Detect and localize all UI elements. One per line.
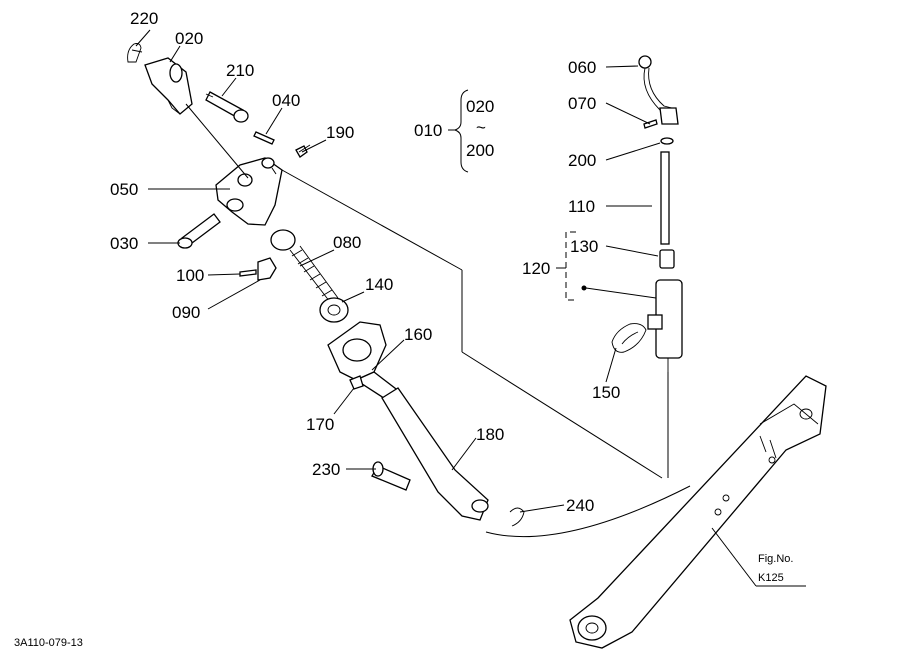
callout-070: 070 (568, 94, 596, 113)
group-bracket-120 (556, 231, 576, 301)
callout-170: 170 (306, 415, 334, 434)
range-tilde: ~ (476, 118, 486, 137)
range-from: 020 (466, 97, 494, 116)
part-230-pin (371, 461, 411, 491)
callout-230: 230 (312, 460, 340, 479)
part-lower-link-arm (569, 375, 827, 649)
part-080-threaded-rod (270, 229, 339, 303)
part-180-lower-tube (381, 387, 489, 521)
range-note: 010 020 ~ 200 (414, 97, 494, 160)
part-120-cylinder (647, 279, 683, 372)
callout-050: 050 (110, 180, 138, 199)
callout-040: 040 (272, 91, 300, 110)
callout-120: 120 (522, 259, 550, 278)
callout-100: 100 (176, 266, 204, 285)
callout-180: 180 (476, 425, 504, 444)
callout-020: 020 (175, 29, 203, 48)
callout-190: 190 (326, 123, 354, 142)
part-140-nut (319, 297, 349, 323)
leader-lines (135, 29, 806, 587)
part-170-grease-nipple (349, 375, 364, 390)
part-070-spring-pin (643, 119, 658, 129)
part-030-pin (177, 213, 221, 249)
callout-090: 090 (172, 303, 200, 322)
range-to: 200 (466, 141, 494, 160)
part-060-lever-handle (638, 55, 679, 125)
callout-200: 200 (568, 151, 596, 170)
callout-160: 160 (404, 325, 432, 344)
part-130-collar (659, 249, 675, 269)
figure-ref-line1: Fig.No. (758, 553, 793, 565)
part-190-grease-nipple (295, 144, 311, 158)
part-150-retaining-clip (611, 323, 647, 353)
callout-240: 240 (566, 496, 594, 515)
part-220-clip-pin (127, 43, 143, 63)
reference-lines (185, 103, 691, 538)
callout-110: 110 (568, 197, 595, 216)
callout-150: 150 (592, 383, 620, 402)
callout-130: 130 (570, 237, 598, 256)
part-240-clip (509, 507, 525, 527)
range-prefix: 010 (414, 121, 442, 140)
part-210-pin (205, 91, 249, 123)
part-040-spring-pin (253, 131, 275, 145)
callout-060: 060 (568, 58, 596, 77)
leader-dot (581, 285, 587, 291)
figure-reference: Fig.No. K125 (758, 553, 793, 584)
callout-labels: 220 020 210 040 190 050 030 080 100 140 … (110, 9, 620, 515)
part-050-bracket (215, 157, 283, 226)
drawing-code: 3A110-079-13 (14, 637, 83, 649)
callout-220: 220 (130, 9, 158, 28)
callout-210: 210 (226, 61, 254, 80)
callout-030: 030 (110, 234, 138, 253)
callout-080: 080 (333, 233, 361, 252)
part-090-nut (257, 257, 277, 281)
part-020-fork-end (144, 57, 193, 115)
figure-ref-line2: K125 (758, 572, 784, 584)
part-110-rod (660, 151, 670, 245)
part-160-housing (327, 321, 401, 403)
part-100-pin (239, 269, 257, 277)
callout-140: 140 (365, 275, 393, 294)
part-200-washer (660, 137, 674, 145)
